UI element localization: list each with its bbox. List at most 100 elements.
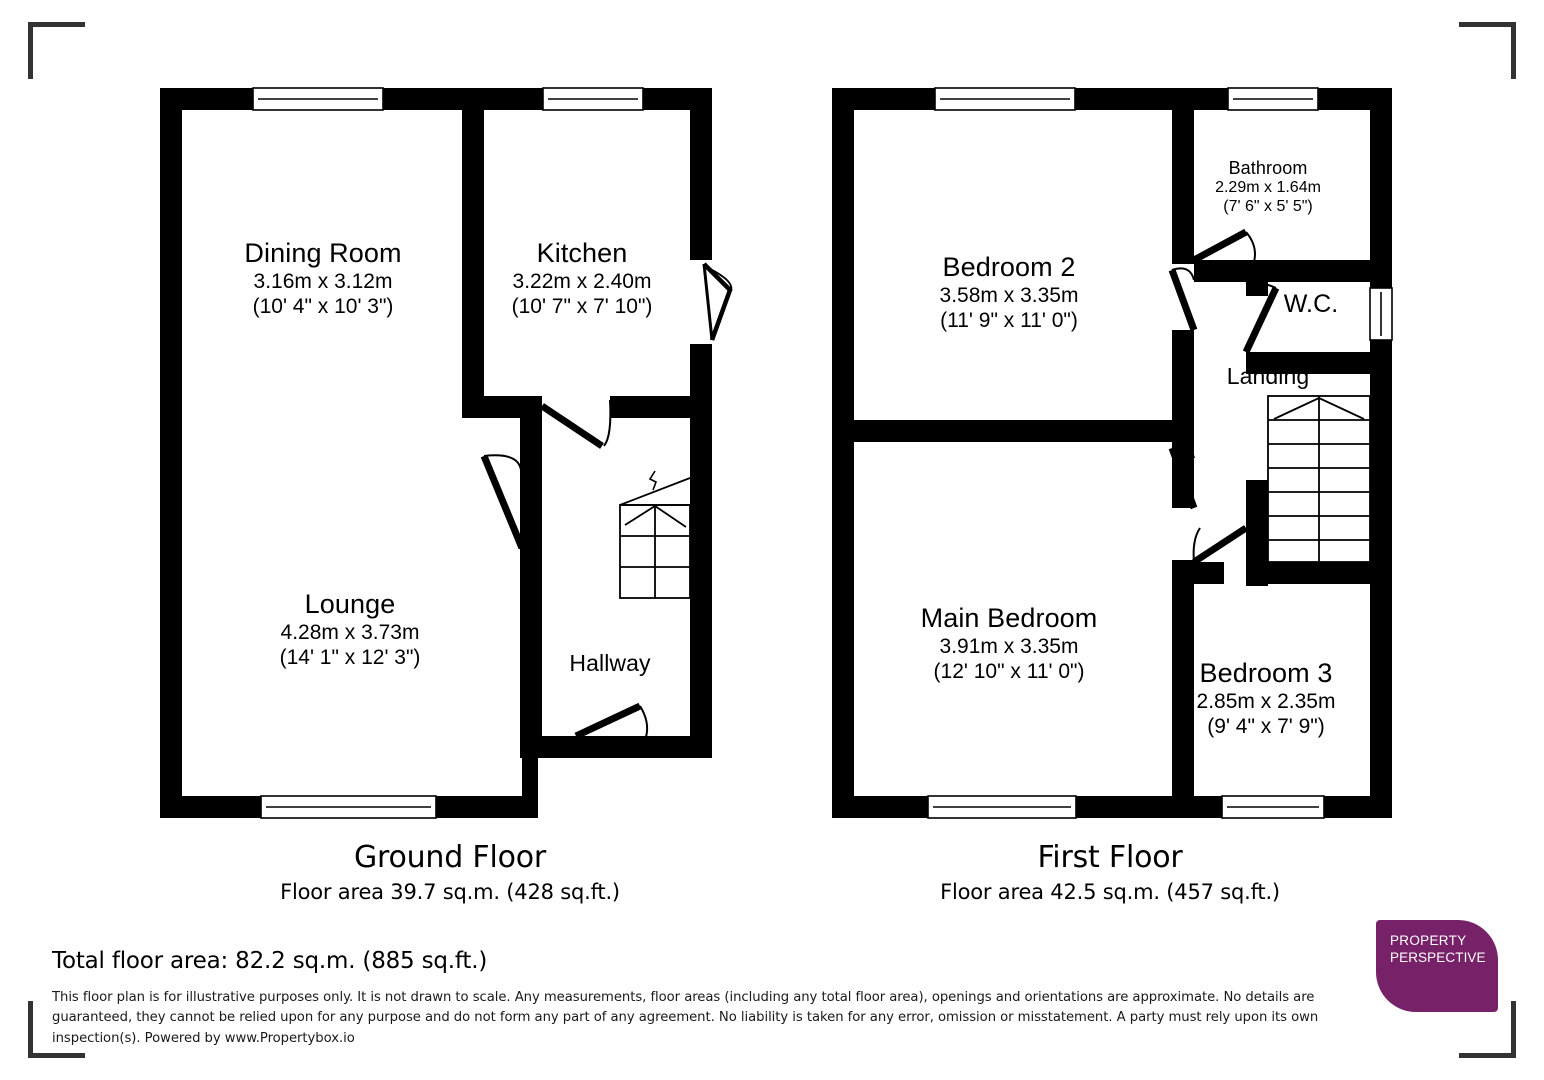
room-name: Dining Room — [244, 238, 402, 268]
first-floor-doors — [1168, 228, 1280, 565]
kitchen-floor — [484, 110, 690, 406]
room-label-dining-room: Dining Room 3.16m x 3.12m (10' 4" x 10' … — [244, 238, 401, 319]
room-name: W.C. — [1283, 290, 1339, 318]
room-dimension-imperial: (7' 6" x 5' 5") — [1223, 198, 1313, 216]
wall-bedroom3-top — [1246, 562, 1370, 584]
room-dimension-metric: 3.91m x 3.35m — [939, 634, 1079, 658]
room-dimension-metric: 3.58m x 3.35m — [939, 283, 1079, 307]
room-label-lounge: Lounge 4.28m x 3.73m (14' 1" x 12' 3") — [280, 589, 421, 670]
corner-mark-top-left — [28, 22, 85, 79]
dining-room-floor — [182, 110, 462, 406]
bedroom-3-floor-wide — [1172, 584, 1370, 796]
ground-floor-svg — [160, 87, 733, 819]
room-dimension-metric: 2.29m x 1.64m — [1215, 179, 1321, 197]
room-label-landing: Landing — [1227, 363, 1310, 390]
door-bedroom-2 — [1168, 267, 1198, 332]
room-dimension-metric: 3.16m x 3.12m — [253, 269, 393, 293]
door-front-entrance — [574, 702, 649, 740]
room-label-hallway: Hallway — [569, 650, 650, 677]
floor-area-text: Floor area 39.7 sq.m. (428 sq.ft.) — [280, 880, 620, 904]
ground-floor-caption: Ground Floor Floor area 39.7 sq.m. (428 … — [280, 838, 620, 907]
wall-bedroom3-top-stub — [1194, 562, 1224, 584]
room-label-kitchen: Kitchen 3.22m x 2.40m (10' 7" x 7' 10") — [512, 238, 653, 319]
ground-floor-windows — [252, 87, 644, 819]
room-label-wc: W.C. — [1284, 290, 1339, 320]
total-floor-area: Total floor area: 82.2 sq.m. (885 sq.ft.… — [52, 948, 488, 974]
door-kitchen-external — [690, 260, 733, 344]
room-name: Bathroom — [1228, 158, 1308, 178]
room-name: Lounge — [304, 589, 396, 619]
lounge-floor — [182, 406, 522, 796]
wall-lounge-hall-lower — [520, 548, 542, 758]
corner-mark-bottom-left — [28, 1001, 85, 1058]
bedroom-2-floor — [854, 110, 1172, 420]
room-name: Hallway — [569, 650, 651, 676]
door-main-bedroom — [1168, 445, 1198, 510]
corner-mark-bottom-right — [1459, 1001, 1516, 1058]
logo-line-1: PROPERTY — [1390, 933, 1467, 948]
wall-lounge-hall-upper — [520, 418, 542, 548]
room-label-bedroom-3: Bedroom 3 2.85m x 2.35m (9' 4" x 7' 9") — [1197, 658, 1336, 739]
room-name: Kitchen — [536, 238, 628, 268]
logo-line-2: PERSPECTIVE — [1390, 950, 1486, 966]
door-bathroom — [1192, 228, 1256, 264]
wall-mainbedroom-landing-lower — [1172, 560, 1194, 796]
room-dimension-metric: 3.22m x 2.40m — [512, 269, 652, 293]
room-label-main-bedroom: Main Bedroom 3.91m x 3.35m (12' 10" x 11… — [921, 603, 1098, 684]
property-perspective-logo: PROPERTY PERSPECTIVE — [1376, 920, 1498, 1012]
first-floor-walls — [832, 88, 1392, 818]
ground-floor-walls — [160, 88, 712, 818]
door-lounge-hallway — [480, 454, 526, 550]
wall-kitchen-bottom-left — [462, 396, 542, 418]
staircase-first — [1267, 395, 1371, 563]
window-bedroom-3 — [1221, 795, 1325, 819]
wall-wc-bottom — [1246, 352, 1370, 374]
room-dimension-metric: 2.85m x 2.35m — [1196, 689, 1336, 713]
door-kitchen-hallway — [540, 399, 612, 449]
first-floor-svg — [832, 87, 1393, 819]
room-dimension-imperial: (10' 7" x 7' 10") — [511, 294, 653, 318]
window-bedroom-2 — [934, 87, 1076, 111]
bathroom-floor — [1172, 110, 1370, 260]
window-wc — [1369, 287, 1393, 341]
floor-title: First Floor — [1037, 840, 1183, 875]
window-kitchen — [542, 87, 644, 111]
room-name: Main Bedroom — [920, 603, 1098, 633]
room-label-bathroom: Bathroom 2.29m x 1.64m (7' 6" x 5' 5") — [1215, 158, 1321, 217]
logo-text-block: PROPERTY PERSPECTIVE — [1390, 932, 1486, 967]
room-name: Landing — [1226, 363, 1310, 389]
wall-bathroom-bottom-left — [1194, 260, 1246, 282]
room-dimension-imperial: (9' 4" x 7' 9") — [1207, 714, 1325, 738]
room-dimension-imperial: (14' 1" x 12' 3") — [279, 645, 421, 669]
wall-kitchen-bottom-right — [610, 396, 690, 418]
wall-bedroom2-mainbedroom — [832, 420, 1194, 442]
wall-wc-left-upper — [1246, 260, 1268, 296]
window-dining-room — [252, 87, 384, 111]
disclaimer-text: This floor plan is for illustrative purp… — [52, 990, 1319, 1046]
room-name: Bedroom 2 — [942, 252, 1076, 282]
first-floor-plan — [680, 0, 1440, 860]
corner-mark-top-right — [1459, 22, 1516, 79]
staircase-ground — [619, 470, 691, 599]
room-dimension-imperial: (12' 10" x 11' 0") — [933, 659, 1085, 683]
window-main-bedroom — [927, 795, 1077, 819]
wall-dining-kitchen — [462, 88, 484, 418]
room-name: Bedroom 3 — [1199, 658, 1333, 688]
floor-area-text: Floor area 42.5 sq.m. (457 sq.ft.) — [940, 880, 1280, 904]
ground-floor-doors — [480, 260, 733, 740]
room-dimension-imperial: (10' 4" x 10' 3") — [252, 294, 394, 318]
room-dimension-imperial: (11' 9" x 11' 0") — [940, 308, 1078, 332]
wall-bathroom-bottom-right — [1268, 260, 1370, 282]
wall-front-left — [538, 736, 576, 758]
wall-front-right — [648, 736, 712, 758]
first-floor-caption: First Floor Floor area 42.5 sq.m. (457 s… — [940, 838, 1280, 907]
wall-landing-bedroom3-vertical — [1246, 480, 1268, 586]
window-bathroom — [1227, 87, 1319, 111]
wall-bedroom2-landing-lower — [1172, 330, 1194, 420]
door-wc — [1242, 281, 1280, 354]
window-lounge — [260, 795, 437, 819]
first-floor-windows — [927, 87, 1393, 819]
door-bedroom-3 — [1192, 525, 1248, 565]
ground-floor-plan — [0, 0, 780, 860]
